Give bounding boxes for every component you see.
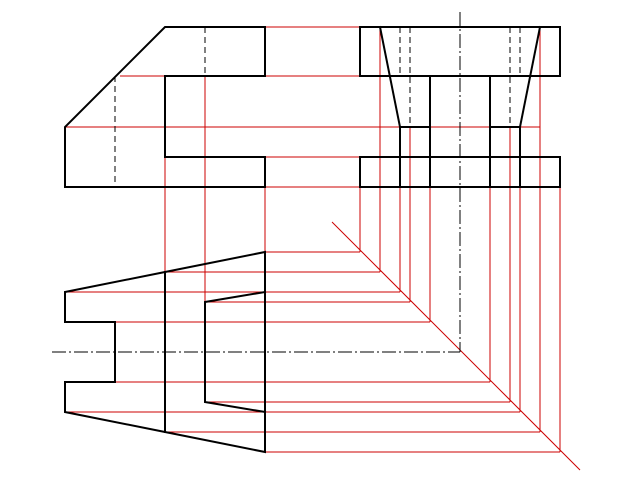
top-view-outline <box>64 250 266 454</box>
top-view-inner-recess <box>204 290 267 414</box>
side-view-right-taper <box>518 25 542 129</box>
side-view <box>359 25 561 188</box>
miter-line <box>331 221 581 471</box>
top-view <box>64 250 267 454</box>
side-view-bottom-flange <box>359 156 561 188</box>
side-view-left-taper <box>378 25 402 129</box>
projection-lines <box>65 26 581 471</box>
front-view-outline <box>64 26 266 188</box>
front-view <box>64 26 266 188</box>
